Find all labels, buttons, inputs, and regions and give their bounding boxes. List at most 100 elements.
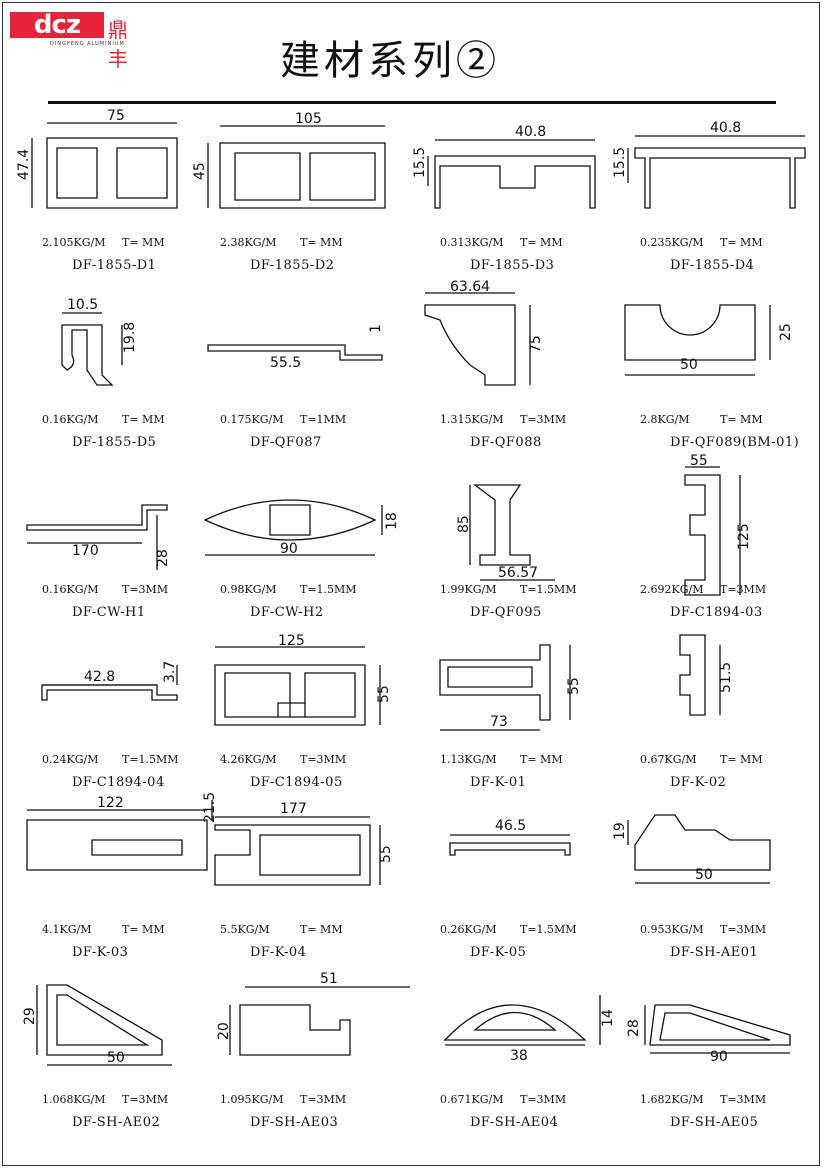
dimension-label: 55 (376, 685, 392, 703)
dimension-label: 50 (107, 1050, 125, 1066)
thickness-label: T=3MM (720, 1093, 767, 1106)
product-code: DF-SH-AE04 (470, 1115, 559, 1130)
dimension-label: 56.57 (498, 565, 538, 581)
dimension-label: 51.5 (718, 662, 734, 693)
dimension-label: 122 (97, 795, 124, 811)
dimension-label: 50 (695, 867, 713, 883)
dimension-label: 10.5 (67, 297, 98, 313)
thickness-label: T=3MM (520, 1093, 567, 1106)
thickness-label: T=1.5MM (300, 583, 357, 596)
weight-label: 5.5KG/M (220, 923, 270, 936)
dimension-label: 55 (690, 453, 708, 469)
profile-drawing: 90 28 (626, 1004, 791, 1065)
dimension-label: 45 (192, 162, 208, 180)
weight-label: 4.26KG/M (220, 753, 277, 766)
dimension-label: 177 (280, 801, 307, 817)
weight-label: 1.095KG/M (220, 1093, 284, 1106)
weight-label: 2.105KG/M (42, 236, 106, 249)
profile-drawing: 170 28 (26, 504, 171, 570)
weight-label: 1.682KG/M (640, 1093, 704, 1106)
product-code: DF-1855-D2 (250, 258, 335, 273)
profile-drawing: 55.51 (207, 324, 384, 371)
product-code: DF-K-01 (470, 775, 527, 790)
weight-label: 0.953KG/M (640, 923, 704, 936)
product-code: DF-K-02 (670, 775, 727, 790)
weight-label: 0.67KG/M (640, 753, 697, 766)
dimension-label: 55 (566, 677, 582, 695)
thickness-label: T=3MM (520, 413, 567, 426)
dimension-label: 51 (320, 971, 338, 987)
dimension-label: 28 (155, 549, 171, 567)
dimension-label: 170 (72, 543, 99, 559)
thickness-label: T=1.5MM (520, 923, 577, 936)
product-code: DF-SH-AE03 (250, 1115, 339, 1130)
weight-label: 0.26KG/M (440, 923, 497, 936)
page-title: 建材系列② (280, 38, 500, 84)
dimension-label: 55 (378, 845, 394, 863)
thickness-label: T=3MM (122, 1093, 169, 1106)
logo-chinese-name: 鼎丰 (108, 18, 128, 71)
thickness-label: T=1MM (300, 413, 347, 426)
profile-drawing: 105 45 (192, 111, 386, 209)
weight-label: 0.313KG/M (440, 236, 504, 249)
dimension-label: 40.8 (515, 124, 546, 140)
logo-subtitle: DINGFENG ALUMINIUM (50, 41, 125, 47)
dimension-label: 19 (612, 822, 628, 840)
product-code: DF-SH-AE05 (670, 1115, 759, 1130)
weight-label: 1.315KG/M (440, 413, 504, 426)
thickness-label: T= MM (720, 753, 763, 766)
weight-label: 0.16KG/M (42, 583, 99, 596)
product-code: DF-SH-AE02 (72, 1115, 161, 1130)
product-code: DF-K-04 (250, 945, 307, 960)
profile-drawing: 73 55 (439, 644, 582, 731)
dimension-label: 42.8 (84, 669, 115, 685)
profile-drawing: 50 19 (612, 814, 771, 884)
profile-drawing: 125 55 (214, 633, 392, 726)
dimension-label: 28 (626, 1019, 642, 1037)
dimension-label: 73 (490, 714, 508, 730)
profile-drawing: 46.5 (449, 818, 571, 856)
profile-drawing: 40.815.5 (412, 124, 596, 209)
dimension-label: 19.8 (122, 322, 138, 353)
dimension-label: 47.4 (16, 149, 32, 180)
dimension-label: 25 (778, 323, 794, 341)
product-code: DF-SH-AE01 (670, 945, 759, 960)
profile-item: 51.5 0.67KG/M T= MM DF-K-02 (620, 625, 820, 790)
weight-label: 2.692KG/M (640, 583, 704, 596)
dimension-label: 55.5 (270, 355, 301, 371)
product-code: DF-QF088 (470, 435, 542, 450)
profile-drawing: 177 55 (214, 801, 394, 886)
thickness-label: T=3MM (122, 583, 169, 596)
product-code: DF-C1894-04 (72, 775, 165, 790)
profile-drawing: 40.815.5 (612, 120, 806, 209)
dimension-label: 105 (295, 111, 322, 127)
dimension-label: 15.5 (612, 147, 628, 178)
dimension-label: 125 (278, 633, 305, 649)
thickness-label: T= MM (720, 413, 763, 426)
weight-label: 0.16KG/M (42, 413, 99, 426)
product-code: DF-CW-H2 (250, 605, 324, 620)
dimension-label: 90 (710, 1049, 728, 1065)
dimension-label: 75 (107, 108, 125, 124)
product-code: DF-1855-D5 (72, 435, 157, 450)
